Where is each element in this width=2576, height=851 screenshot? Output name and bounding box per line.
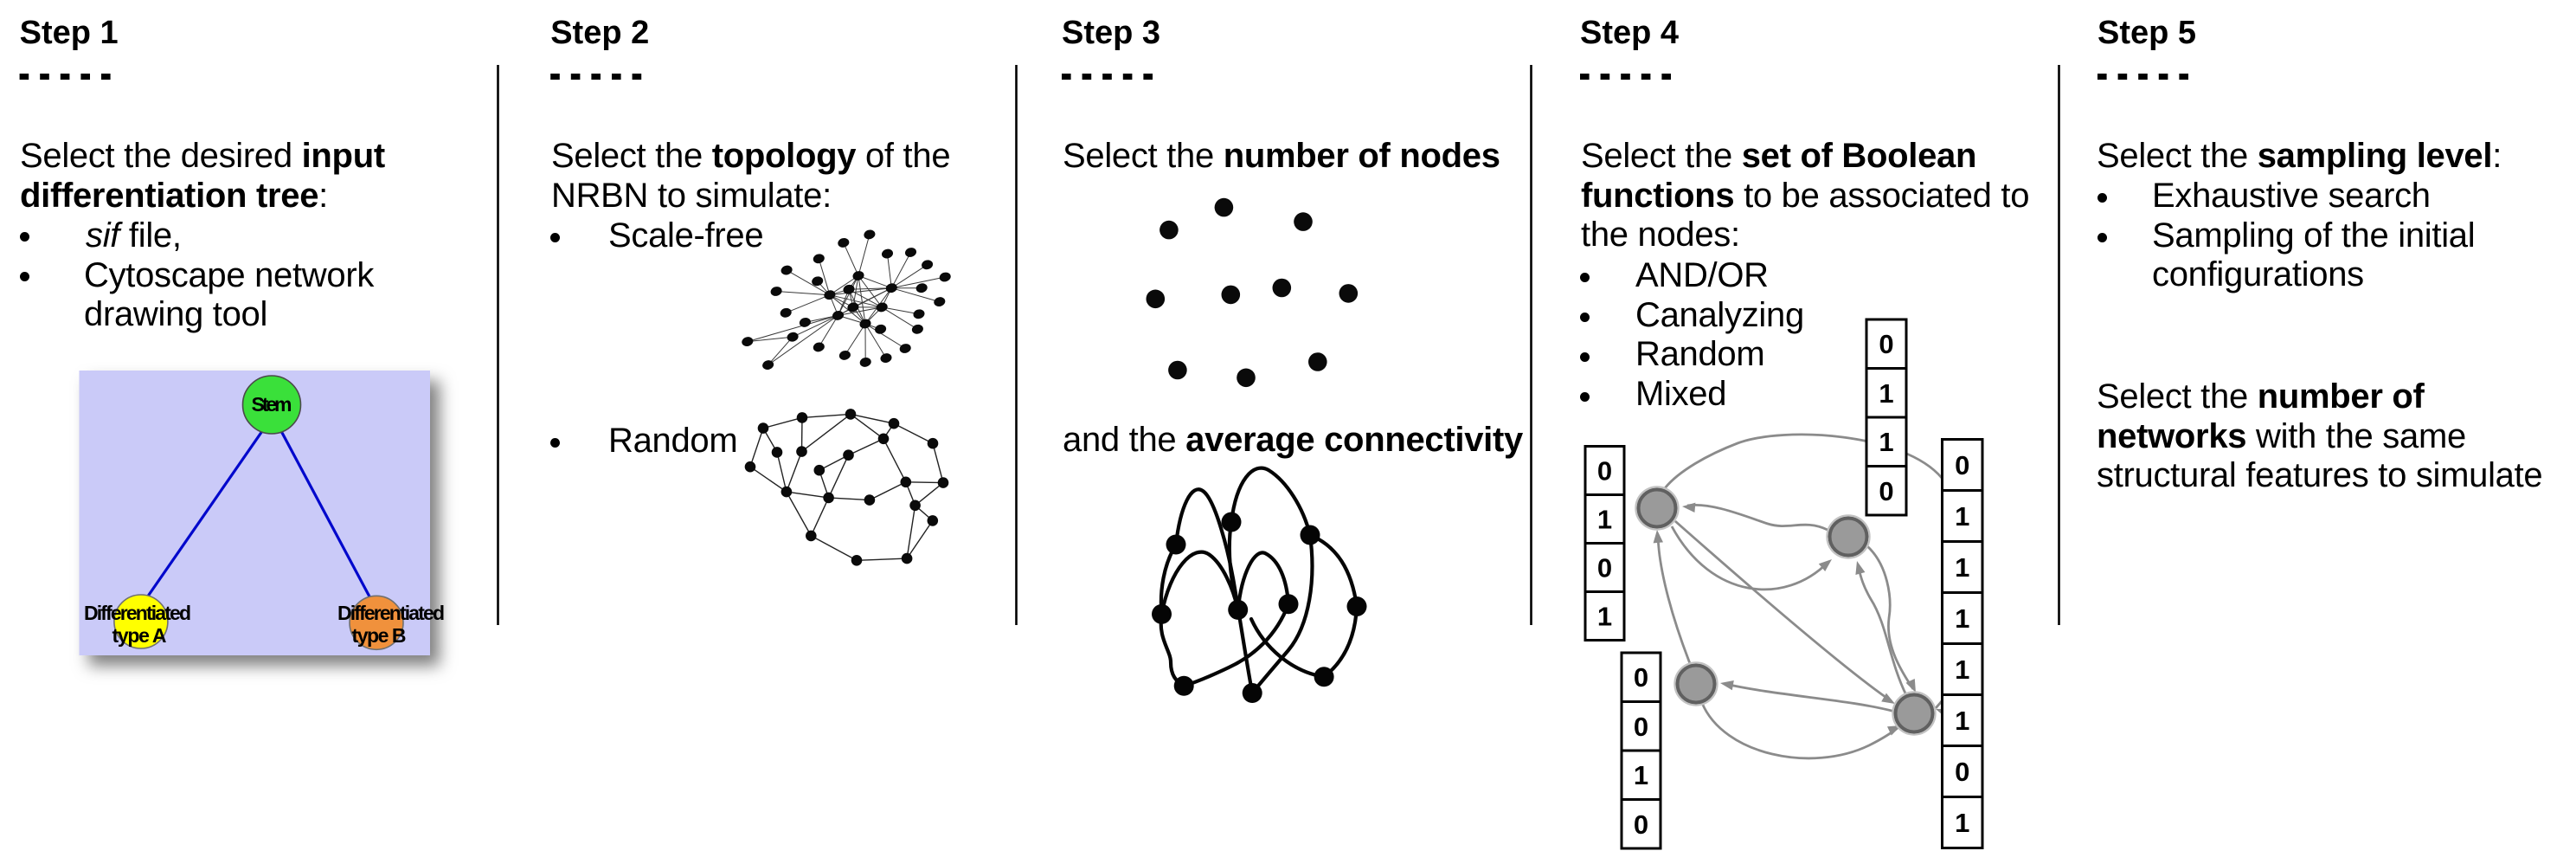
svg-text:0: 0: [1597, 553, 1612, 583]
svg-text:Stem: Stem: [252, 393, 292, 416]
svg-text:1: 1: [1955, 501, 1969, 532]
svg-text:1: 1: [1955, 706, 1969, 736]
svg-text:1: 1: [1955, 654, 1969, 685]
svg-text:Differentiated: Differentiated: [84, 602, 191, 624]
svg-text:0: 0: [1597, 456, 1612, 487]
svg-text:1: 1: [1597, 505, 1612, 535]
svg-text:1: 1: [1955, 603, 1969, 634]
svg-text:Differentiated: Differentiated: [337, 602, 445, 624]
svg-text:type B: type B: [352, 624, 407, 647]
svg-text:1: 1: [1955, 552, 1969, 583]
svg-text:1: 1: [1634, 760, 1648, 790]
svg-text:0: 0: [1634, 809, 1648, 840]
svg-text:0: 0: [1879, 329, 1893, 359]
svg-text:1: 1: [1879, 378, 1893, 409]
svg-text:type A: type A: [112, 624, 167, 647]
svg-text:0: 0: [1879, 476, 1893, 506]
svg-text:0: 0: [1955, 450, 1969, 480]
svg-text:1: 1: [1879, 427, 1893, 457]
svg-text:0: 0: [1955, 757, 1969, 787]
svg-text:0: 0: [1634, 712, 1648, 742]
svg-text:0: 0: [1634, 662, 1648, 693]
svg-text:1: 1: [1597, 602, 1612, 632]
svg-text:1: 1: [1955, 808, 1969, 838]
